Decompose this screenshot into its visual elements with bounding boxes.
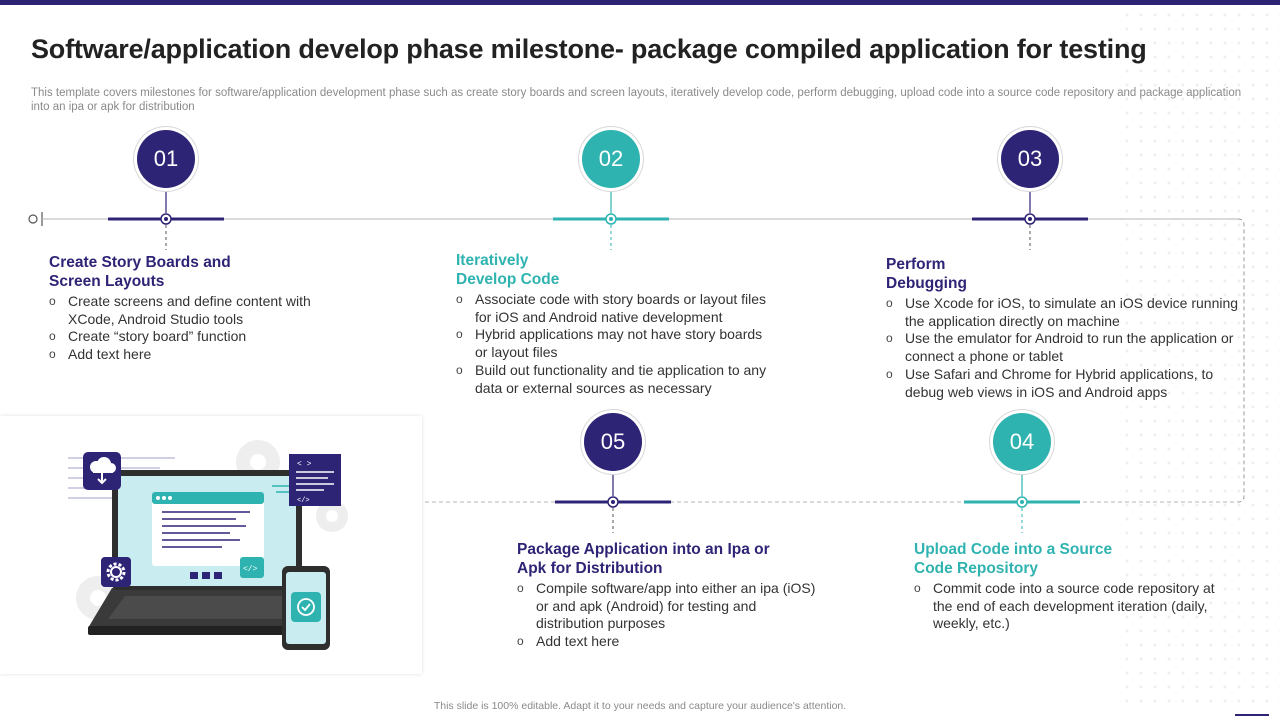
step-04-title: Upload Code into a Source Code Repositor… [914, 541, 1113, 577]
list-item: Commit code into a source code repositor… [914, 580, 1224, 633]
step-04-block: Upload Code into a Source Code Repositor… [914, 540, 1224, 633]
step-01-list: Create screens and define content with X… [49, 293, 339, 364]
svg-text:< >: < > [297, 460, 312, 469]
step-05-list: Compile software/app into either an ipa … [517, 580, 817, 651]
cloud-download-icon [83, 452, 121, 490]
illustration-card: < > </> </> [0, 416, 422, 674]
timeline-start-marker [28, 214, 38, 224]
footer-note: This slide is 100% editable. Adapt it to… [433, 700, 847, 712]
gear-icon [101, 557, 131, 587]
step-02-title: Iteratively Develop Code [456, 252, 560, 288]
step-05-title: Package Application into an Ipa or Apk f… [517, 541, 770, 577]
svg-text:</>: </> [297, 497, 310, 505]
list-item: Compile software/app into either an ipa … [517, 580, 817, 633]
list-item: Build out functionality and tie applicat… [456, 362, 776, 397]
footer-accent-mark [1235, 714, 1269, 716]
list-item: Use Safari and Chrome for Hybrid applica… [886, 366, 1241, 401]
list-item: Hybrid applications may not have story b… [456, 326, 776, 361]
code-document-icon: < > </> [289, 454, 341, 506]
step-01-number-badge: 01 [137, 130, 195, 188]
list-item: Create screens and define content with X… [49, 293, 339, 328]
smartphone-icon [282, 566, 330, 650]
step-05-block: Package Application into an Ipa or Apk f… [517, 540, 817, 651]
list-item: Use the emulator for Android to run the … [886, 330, 1241, 365]
step-03-list: Use Xcode for iOS, to simulate an iOS de… [886, 295, 1241, 401]
timeline-right-connector [1237, 218, 1245, 503]
step-02-block: Iteratively Develop Code Associate code … [456, 251, 776, 397]
step-05-number-badge: 05 [584, 413, 642, 471]
step-03-number-badge: 03 [1001, 130, 1059, 188]
code-tag-icon: </> [240, 557, 264, 578]
page-title: Software/application develop phase miles… [31, 34, 1147, 64]
list-item: Add text here [49, 346, 339, 364]
step-04-list: Commit code into a source code repositor… [914, 580, 1224, 633]
top-accent-bar [0, 0, 1280, 5]
step-04-number-badge: 04 [993, 413, 1051, 471]
step-01-title: Create Story Boards and Screen Layouts [49, 254, 231, 290]
page-subtitle: This template covers milestones for soft… [31, 87, 1242, 113]
step-01-block: Create Story Boards and Screen Layouts C… [49, 253, 339, 364]
check-badge-icon [291, 592, 321, 622]
list-item: Create “story board” function [49, 328, 339, 346]
laptop-illustration: < > </> </> [68, 440, 348, 650]
step-02-list: Associate code with story boards or layo… [456, 291, 776, 397]
step-02-number-badge: 02 [582, 130, 640, 188]
step-03-block: Perform Debugging Use Xcode for iOS, to … [886, 255, 1241, 401]
list-item: Associate code with story boards or layo… [456, 291, 776, 326]
step-03-title: Perform Debugging [886, 256, 967, 292]
list-item: Use Xcode for iOS, to simulate an iOS de… [886, 295, 1241, 330]
list-item: Add text here [517, 633, 817, 651]
svg-text:</>: </> [243, 565, 258, 574]
